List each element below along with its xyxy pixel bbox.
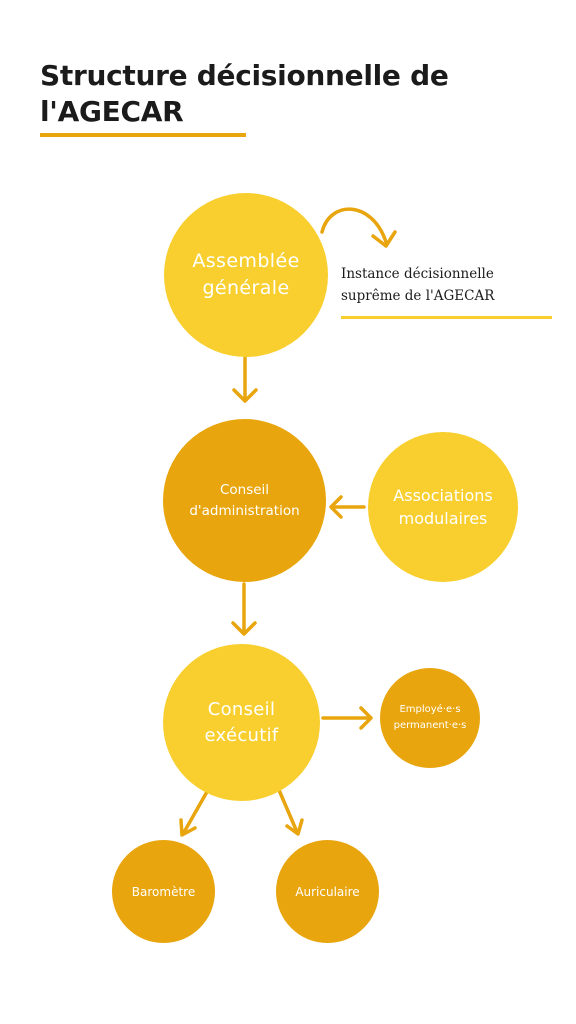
arrowhead-ag-to-ca bbox=[232, 388, 258, 403]
arrow-ce-to-au bbox=[277, 788, 299, 834]
arrowhead-am-to-ca bbox=[329, 495, 343, 519]
node-label-line2: exécutif bbox=[204, 724, 279, 746]
node-barometre: Baromètre bbox=[112, 840, 215, 943]
node-label-line1: Employé·e·s bbox=[399, 704, 461, 715]
arrowhead-ce-to-ba bbox=[179, 818, 197, 837]
node-label: Baromètre bbox=[131, 884, 196, 899]
arrowhead-ce-to-ep bbox=[359, 706, 373, 730]
node-label-line1: Conseil bbox=[219, 481, 270, 498]
node-employes-permanents: Employé·e·s permanent·e·s bbox=[380, 668, 480, 768]
node-label-line1: Associations bbox=[393, 486, 493, 505]
curved-arrow-to-annotation bbox=[320, 207, 388, 244]
node-conseil-administration: Conseil d'administration bbox=[163, 419, 326, 582]
node-label-line2: permanent·e·s bbox=[393, 720, 467, 731]
annotation-underline bbox=[341, 316, 552, 319]
node-auriculaire: Auriculaire bbox=[276, 840, 379, 943]
node-assemblee-generale: Assemblée générale bbox=[164, 193, 328, 357]
annotation-text: Instance décisionnelle suprême de l'AGEC… bbox=[341, 263, 561, 307]
title-underline bbox=[40, 133, 246, 137]
node-label: Auriculaire bbox=[295, 884, 360, 899]
node-label-line2: générale bbox=[202, 277, 290, 299]
node-associations-modulaires: Associations modulaires bbox=[368, 432, 518, 582]
arrow-ce-to-ba bbox=[181, 788, 210, 836]
node-label-line2: d'administration bbox=[189, 502, 300, 519]
node-conseil-executif: Conseil exécutif bbox=[163, 644, 320, 801]
arrowhead-ca-to-ce bbox=[231, 621, 257, 636]
node-label-line1: Assemblée bbox=[192, 250, 300, 272]
page-title: Structure décisionnelle de l'AGECAR bbox=[40, 59, 449, 128]
annotation-line2: suprême de l'AGECAR bbox=[341, 288, 495, 304]
node-label-line1: Conseil bbox=[207, 698, 276, 720]
node-label-line2: modulaires bbox=[398, 509, 488, 528]
curved-arrowhead bbox=[371, 230, 397, 248]
arrowhead-ce-to-au bbox=[285, 818, 304, 836]
annotation-line1: Instance décisionnelle bbox=[341, 266, 494, 282]
